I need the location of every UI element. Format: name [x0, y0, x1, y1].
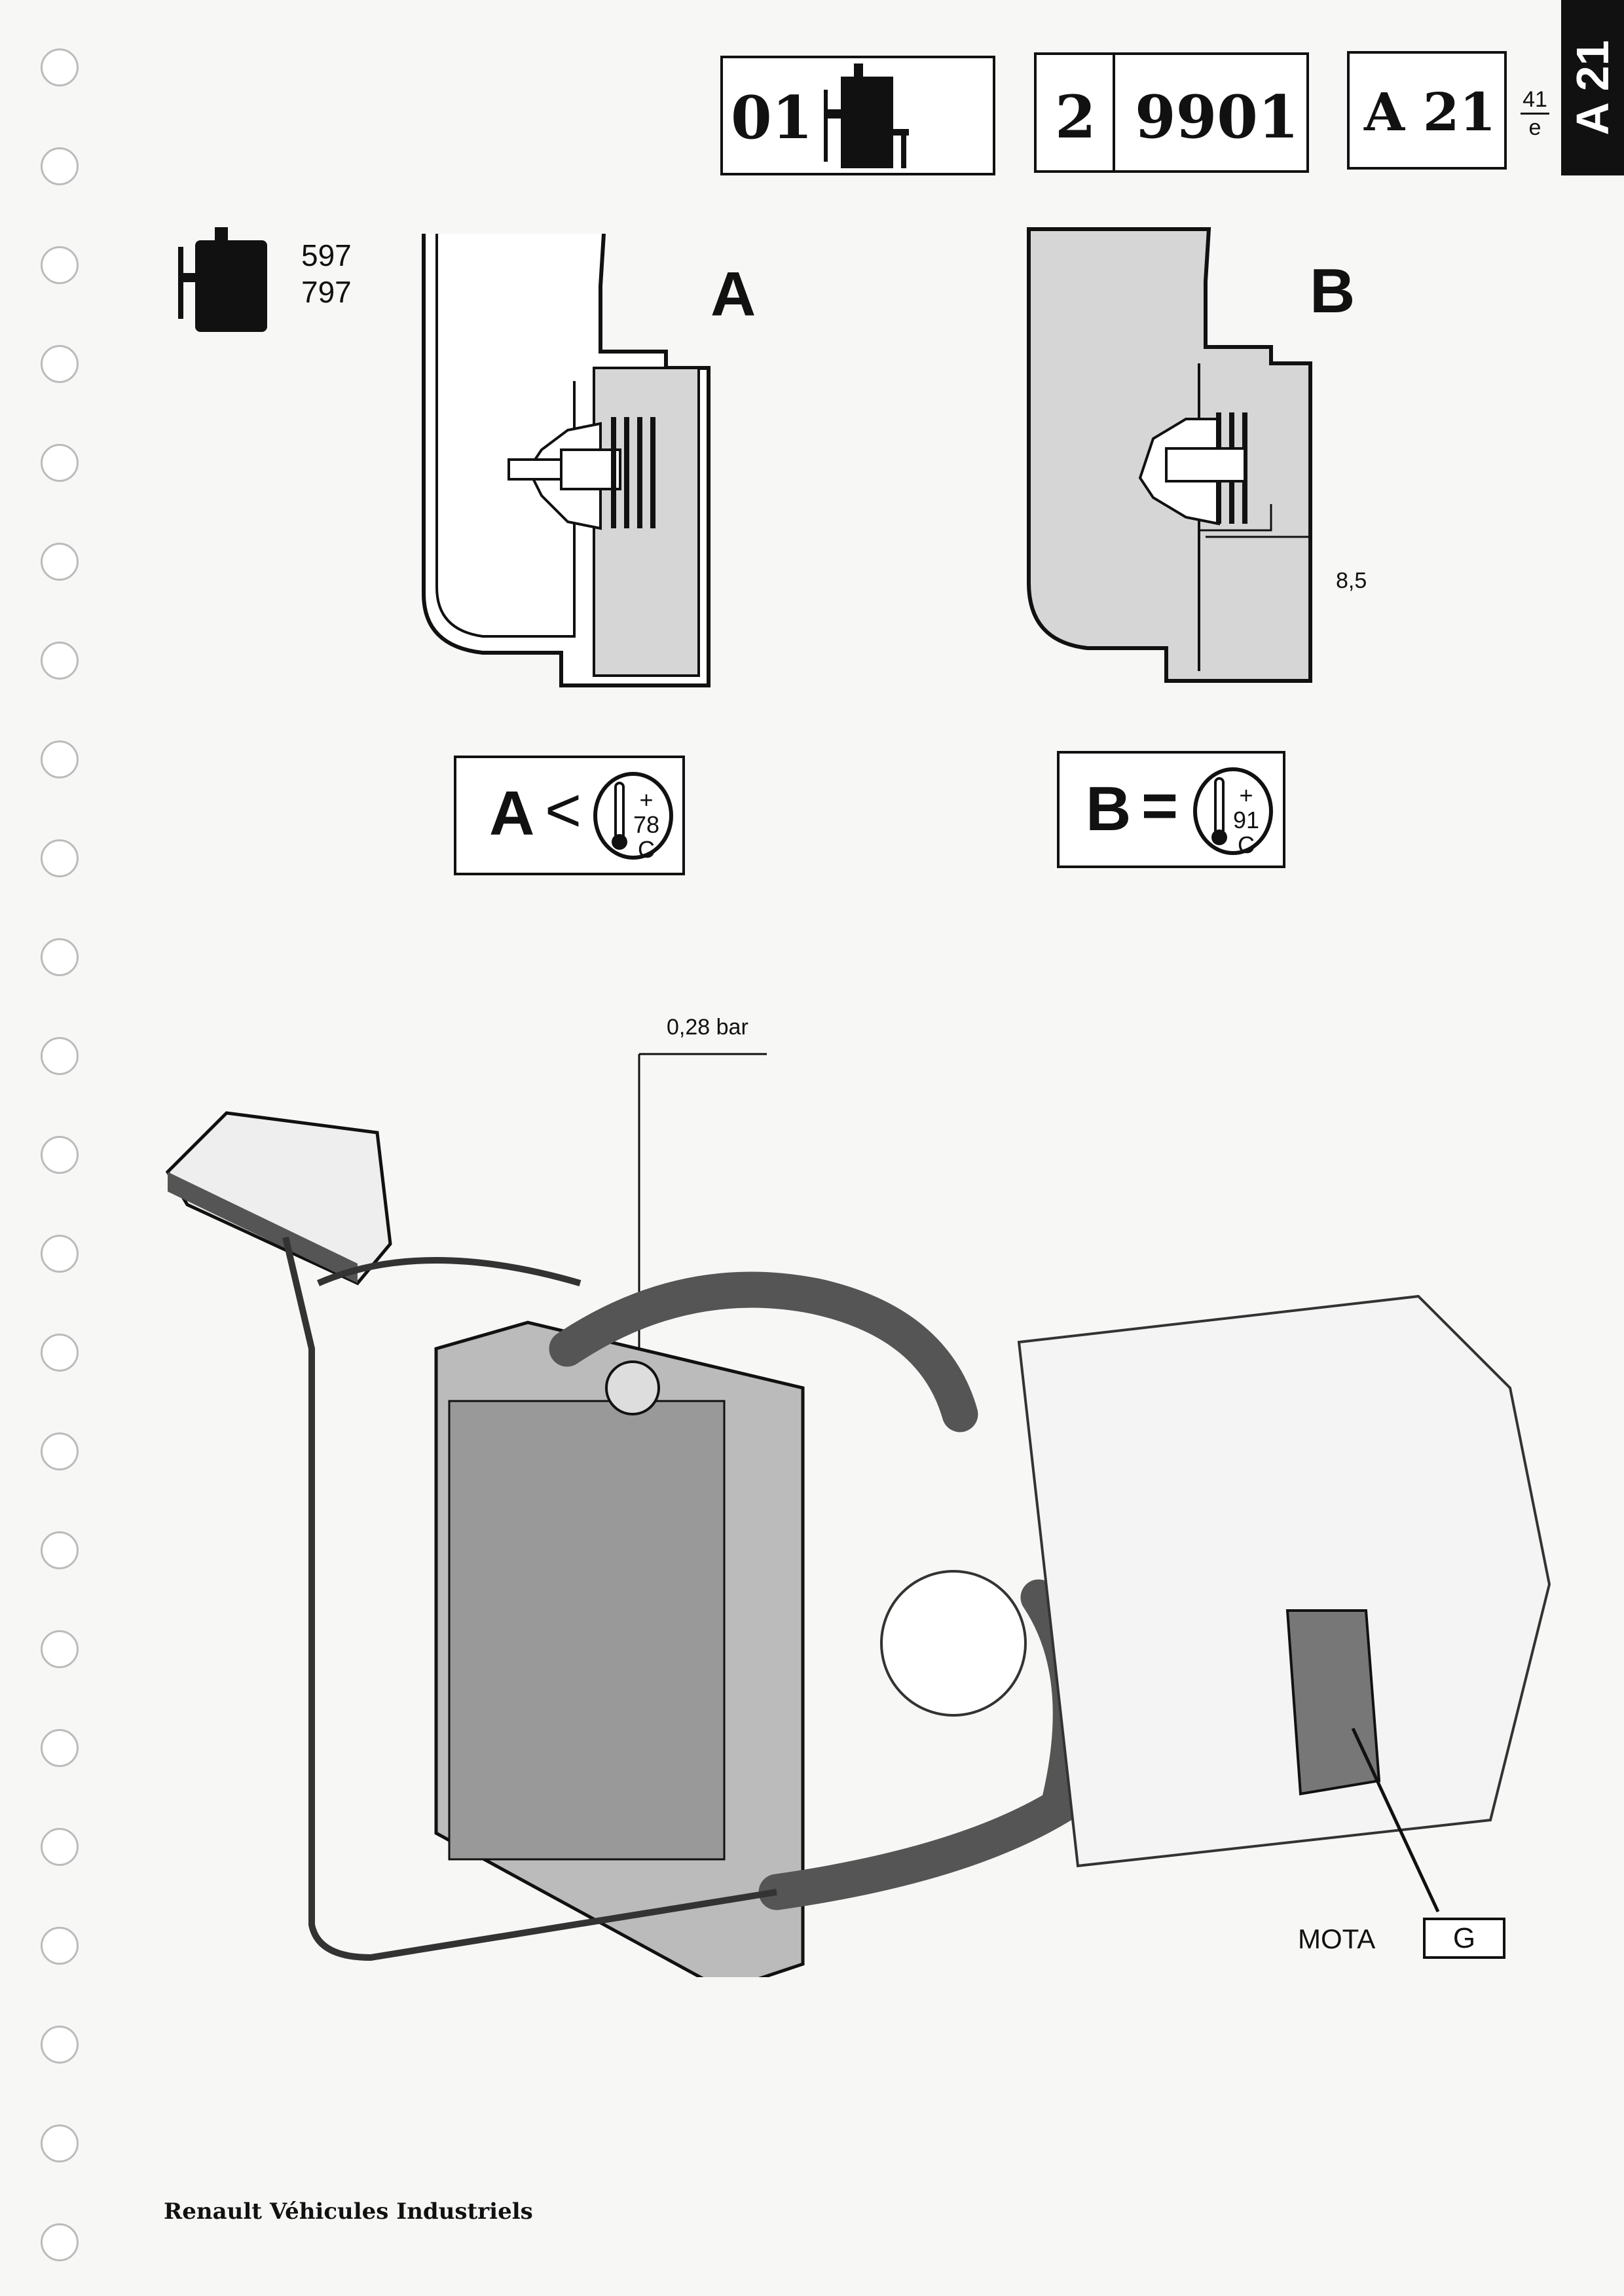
footer-publisher: Renault Véhicules Industriels — [164, 2198, 533, 2225]
engine-icon — [824, 64, 909, 168]
group-code: 01 — [731, 83, 813, 153]
page-suffix: e — [1528, 115, 1541, 140]
thermometer-values: + 91 C — [1230, 783, 1263, 858]
coolant-pipes — [282, 1236, 777, 1961]
diagram-a-label: A — [710, 259, 756, 329]
thermometer-icon — [593, 772, 673, 860]
cap-pressure-label: 0,28 bar — [667, 1015, 748, 1040]
thermometer-values: + 78 C — [630, 788, 663, 862]
engine-type-list: 597 797 — [301, 237, 352, 310]
binding-hole — [41, 1828, 79, 1866]
thermostat-rating-b: B = + 91 C — [1057, 751, 1285, 868]
dimension-label: 8,5 — [1336, 568, 1367, 593]
temp-sign: + — [1239, 782, 1253, 809]
engine-block — [880, 1294, 1551, 1868]
engine-type: 797 — [301, 275, 352, 309]
thermometer-icon — [1193, 767, 1273, 855]
thermostat-rating-a: A < + 78 C — [454, 756, 685, 875]
binding-hole — [41, 839, 79, 877]
temp-unit: C — [1238, 831, 1255, 858]
thermostat-diagram-b — [1027, 227, 1312, 683]
temp-sign: + — [639, 786, 654, 813]
rating-operator: = — [1141, 771, 1179, 841]
binding-hole — [41, 1235, 79, 1273]
rating-label: A — [489, 778, 535, 848]
binding-hole — [41, 938, 79, 976]
document-number: 9901 — [1135, 82, 1299, 152]
binding-hole — [41, 1334, 79, 1372]
binding-hole — [41, 246, 79, 284]
filter-code: G — [1452, 1922, 1476, 1954]
binding-hole — [41, 2026, 79, 2064]
binding-hole — [41, 1927, 79, 1965]
document-number-box: 2 9901 — [1034, 52, 1309, 173]
temp-value: 78 — [633, 811, 660, 838]
engine-type: 597 — [301, 238, 352, 272]
cooling-system-illustration — [165, 1053, 1551, 1977]
group-code-box: 01 — [720, 56, 995, 175]
binding-hole — [41, 740, 79, 778]
filter-code-box: G — [1423, 1918, 1505, 1959]
binding-hole — [41, 1531, 79, 1569]
page-number-value: 41 — [1521, 86, 1549, 115]
binding-hole — [41, 1432, 79, 1470]
divider — [1113, 55, 1115, 170]
radiator — [434, 1321, 805, 1977]
chapter-side-tab: A 21 — [1561, 0, 1624, 175]
expansion-tank — [165, 1111, 392, 1286]
filter-label: MOTA — [1298, 1923, 1376, 1954]
binding-hole — [41, 1136, 79, 1174]
binding-hole — [41, 48, 79, 86]
engine-icon — [178, 227, 267, 332]
temp-unit: C — [638, 836, 655, 863]
chapter-code: A 21 — [1364, 81, 1496, 143]
binding-hole — [41, 147, 79, 185]
rating-operator: < — [545, 775, 582, 845]
diagram-b-label: B — [1310, 256, 1356, 326]
binding-hole — [41, 1037, 79, 1075]
temp-value: 91 — [1232, 807, 1260, 833]
binding-hole — [41, 2223, 79, 2261]
binding-hole — [41, 543, 79, 581]
binding-hole — [41, 444, 79, 482]
chapter-code-box: A 21 — [1347, 51, 1507, 170]
binding-hole — [41, 345, 79, 383]
page-number: 41 e — [1521, 86, 1549, 141]
binding-hole — [41, 1630, 79, 1668]
thermostat-diagram-a — [422, 233, 710, 687]
section-number: 2 — [1055, 82, 1096, 152]
binding-hole — [41, 642, 79, 680]
side-tab-label: A 21 — [1567, 40, 1618, 136]
binding-hole — [41, 1729, 79, 1767]
binding-hole — [41, 2124, 79, 2162]
rating-label: B — [1086, 774, 1132, 844]
